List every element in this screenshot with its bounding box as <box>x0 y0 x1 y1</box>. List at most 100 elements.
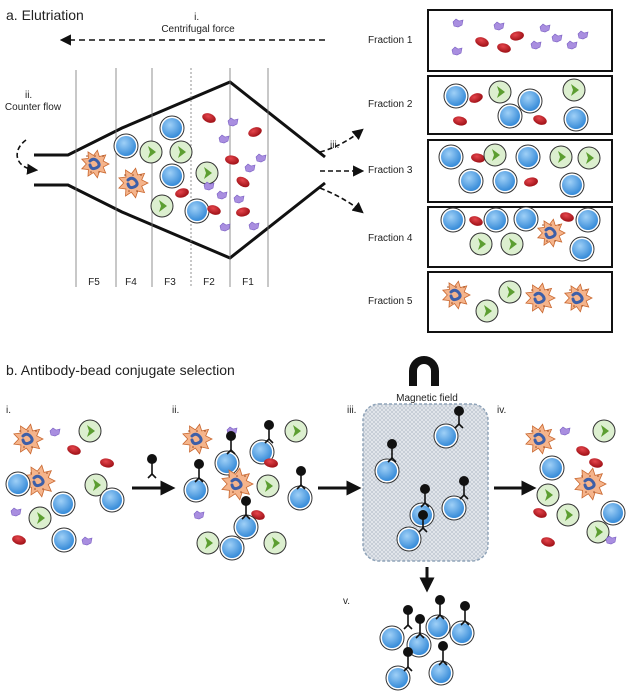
neutrophil-icon <box>256 474 280 498</box>
platelet-icon <box>452 18 464 28</box>
neutrophil-icon <box>78 419 102 443</box>
step-label-ii: ii. <box>172 405 179 416</box>
red-blood-cell-icon <box>469 93 483 103</box>
macrophage-icon <box>80 149 110 179</box>
platelet-icon <box>227 117 239 127</box>
magnet-icon <box>409 356 439 386</box>
macrophage-icon <box>574 467 607 501</box>
lymphocyte-icon <box>600 500 626 526</box>
antibody-bead-icon <box>296 466 306 490</box>
elutriation-chamber <box>34 80 326 260</box>
lymphocyte-icon <box>458 168 484 194</box>
platelet-icon <box>566 40 578 50</box>
red-blood-cell-icon <box>202 113 216 123</box>
antibody-bead-icon <box>438 641 448 666</box>
red-blood-cell-icon <box>541 537 555 547</box>
platelet-icon <box>605 535 617 545</box>
platelet-icon <box>216 190 228 200</box>
platelet-icon <box>81 536 93 546</box>
lymphocyte-icon <box>559 172 585 198</box>
platelet-icon <box>551 33 563 43</box>
lymphocyte-icon <box>492 168 518 194</box>
lymphocyte-icon <box>441 495 467 521</box>
neutrophil-icon <box>195 161 219 185</box>
macrophage-icon <box>182 423 213 455</box>
antibody-bead-icon <box>415 614 425 639</box>
lymphocyte-icon <box>497 103 523 129</box>
fraction-cells <box>438 18 601 323</box>
neutrophil-icon <box>84 473 108 497</box>
zone-dividers <box>75 68 269 287</box>
lymphocyte-icon <box>233 514 259 540</box>
macrophage-icon <box>221 467 254 501</box>
outlet-arrow-down <box>319 187 364 214</box>
antibody-bead-icon <box>147 454 157 479</box>
neutrophil-icon <box>263 531 287 555</box>
platelet-icon <box>203 181 215 191</box>
lymphocyte-icon <box>428 660 454 686</box>
neutrophil-icon <box>475 299 499 323</box>
lymphocyte-icon <box>159 115 185 141</box>
antibody-bead-icon <box>420 484 430 508</box>
fraction-label-3: Fraction 3 <box>368 165 413 176</box>
lymphocyte-icon <box>287 485 313 511</box>
step-label-i: i. <box>6 405 11 416</box>
process-arrows <box>132 480 537 593</box>
platelet-icon <box>219 222 231 232</box>
macrophage-icon <box>13 423 44 455</box>
neutrophil-icon <box>536 483 560 507</box>
centrifugal-step-number: i. <box>194 12 199 23</box>
lymphocyte-icon <box>433 423 459 449</box>
antibody-bead-icon <box>226 431 236 455</box>
lymphocyte-icon <box>183 477 209 503</box>
platelet-icon <box>233 194 245 204</box>
neutrophil-icon <box>483 143 507 167</box>
panel-a: a. Elutriation i. Centrifugal force ii. … <box>5 7 613 333</box>
panel-b: b. Antibody-bead conjugate selection i. … <box>5 356 626 691</box>
lymphocyte-icon <box>113 133 139 159</box>
lymphocyte-icon <box>406 632 432 658</box>
neutrophil-icon <box>592 419 616 443</box>
counterflow-step-number: ii. <box>25 90 32 101</box>
lymphocyte-icon <box>159 163 185 189</box>
red-blood-cell-icon <box>576 446 590 456</box>
lymphocyte-icon <box>443 83 469 109</box>
panel-b-title: b. Antibody-bead conjugate selection <box>6 362 235 378</box>
lymphocyte-icon <box>517 88 543 114</box>
red-blood-cell-icon <box>497 43 511 53</box>
centrifugal-force-label: i. Centrifugal force <box>161 12 235 35</box>
antibody-bead-icon <box>460 601 470 626</box>
red-blood-cell-icon <box>589 458 603 468</box>
lymphocyte-icon <box>563 106 589 132</box>
neutrophil-icon <box>498 280 522 304</box>
neutrophil-icon <box>28 506 52 530</box>
fraction-labels: Fraction 1 Fraction 2 Fraction 3 Fractio… <box>368 35 413 307</box>
platelet-icon <box>255 153 267 163</box>
step-label-iii: iii. <box>347 405 356 416</box>
antibody-bead-icon <box>241 496 251 520</box>
counterflow-arrow <box>16 139 39 175</box>
lymphocyte-icon <box>483 207 509 233</box>
macrophage-icon <box>441 280 471 310</box>
counterflow-caption: Counter flow <box>5 102 62 113</box>
zone-label-f3: F3 <box>164 277 176 288</box>
platelet-icon <box>577 30 589 40</box>
fraction-boxes <box>427 9 613 333</box>
step-label-iv: iv. <box>497 405 506 416</box>
red-blood-cell-icon <box>560 212 574 222</box>
platelet-icon <box>193 510 205 520</box>
platelet-icon <box>451 46 463 56</box>
antibody-bead-icon <box>454 406 464 429</box>
platelet-icon <box>248 221 260 231</box>
lymphocyte-icon <box>569 236 595 262</box>
neutrophil-icon <box>562 78 586 102</box>
red-blood-cell-icon <box>475 37 489 47</box>
platelet-icon <box>539 23 551 33</box>
neutrophil-icon <box>150 194 174 218</box>
magnetic-field-label: Magnetic field <box>396 393 458 404</box>
red-blood-cell-icon <box>100 458 114 468</box>
chamber-cells <box>80 113 267 232</box>
red-blood-cell-icon <box>264 458 278 468</box>
fraction-label-4: Fraction 4 <box>368 233 413 244</box>
macrophage-icon <box>525 423 556 455</box>
